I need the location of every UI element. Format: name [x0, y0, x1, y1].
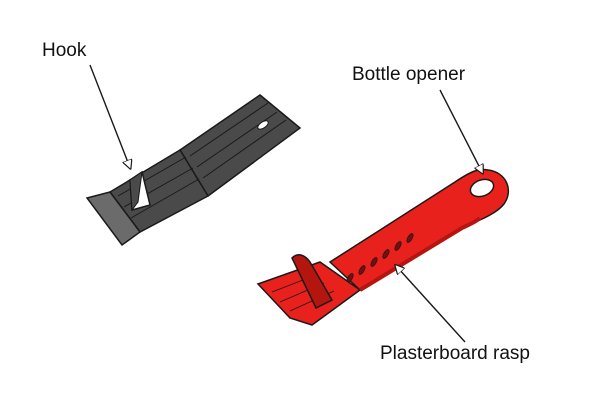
- hook-arrow: [89, 64, 129, 165]
- red-tool: [256, 168, 509, 326]
- grey-tool: [85, 94, 302, 247]
- bottle-opener-hole: [469, 178, 495, 198]
- plasterboard-rasp-label: Plasterboard rasp: [380, 343, 530, 364]
- bottle-opener-label: Bottle opener: [352, 64, 466, 85]
- rasp-slots: [346, 233, 414, 283]
- hook-label: Hook: [42, 40, 87, 61]
- bottle-opener-arrow: [439, 89, 481, 170]
- plasterboard-rasp-arrow: [398, 268, 466, 343]
- red-tool-wedge: [291, 254, 334, 310]
- grey-tool-edge: [85, 191, 142, 247]
